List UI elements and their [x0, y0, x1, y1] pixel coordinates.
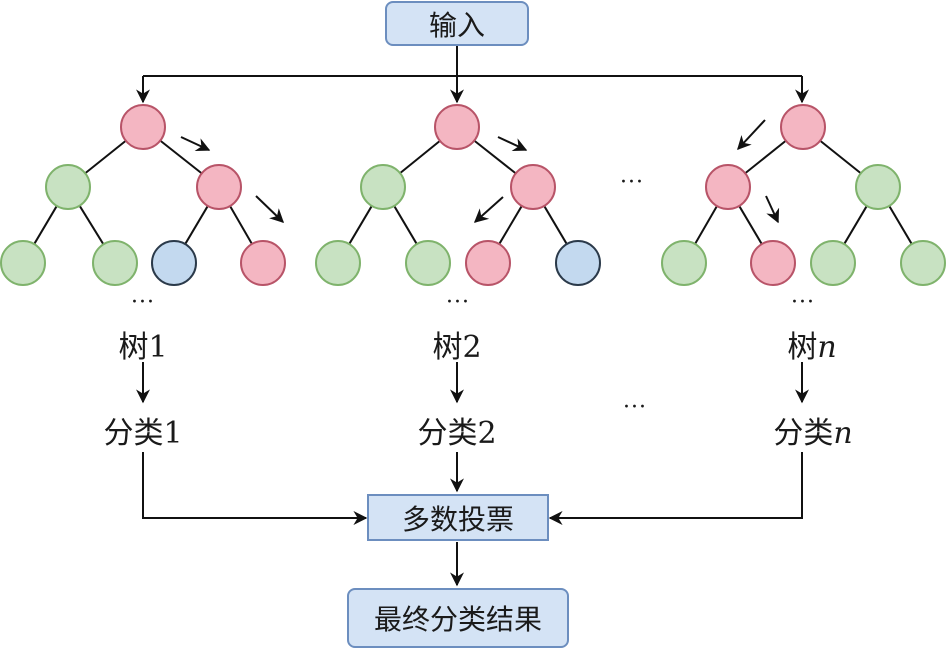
decision-path-arrow — [180, 136, 211, 152]
tree-3 — [661, 104, 946, 286]
tree2-label: 树2 — [432, 330, 482, 365]
tree-edge — [159, 139, 203, 175]
decision-path-arrow — [497, 136, 528, 152]
tree-node-green — [45, 164, 91, 210]
majority-vote-label: 多数投票 — [401, 502, 514, 536]
tree1-label: 树1 — [118, 330, 168, 365]
tree-1 — [0, 104, 286, 286]
tree-edge — [843, 205, 868, 245]
tree-node-blue — [555, 240, 601, 286]
tree-node-red — [240, 240, 286, 286]
middle-trees-ellipsis: ··· — [620, 170, 644, 195]
tree-node-red — [510, 164, 556, 210]
tree-edge — [888, 205, 913, 245]
majority-vote-box: 多数投票 — [367, 494, 549, 541]
tree-node-blue — [151, 240, 197, 286]
tree-node-green — [315, 240, 361, 286]
class2-label: 分类2 — [417, 416, 497, 451]
input-box: 输入 — [385, 1, 529, 46]
tree-node-red — [750, 240, 796, 286]
tree1-ellipsis: ··· — [131, 290, 155, 315]
tree-node-red — [120, 104, 166, 150]
tree-edge — [33, 205, 58, 245]
tree-node-red — [196, 164, 242, 210]
input-label: 输入 — [428, 8, 485, 42]
tree-edge — [399, 140, 441, 174]
tree-node-green — [900, 240, 946, 286]
tree-edge — [393, 205, 418, 245]
tree-edge — [738, 205, 763, 245]
class1-to-vote-arrow — [142, 452, 368, 525]
tree-edge — [348, 205, 373, 245]
tree-edge — [744, 139, 787, 175]
tree-edge — [694, 205, 718, 245]
tree-node-green — [405, 240, 451, 286]
tree-edge — [819, 139, 862, 175]
tree-node-green — [661, 240, 707, 286]
tree-edge — [78, 205, 105, 245]
tree-node-red — [434, 104, 480, 150]
decision-path-arrow — [473, 196, 504, 223]
tree-edge — [473, 139, 517, 175]
class1-label: 分类1 — [103, 416, 183, 451]
tree-2 — [315, 104, 601, 286]
decision-path-arrow — [737, 119, 766, 151]
tree2-ellipsis: ··· — [446, 290, 470, 315]
decision-path-arrow — [255, 195, 285, 223]
final-result-label: 最终分类结果 — [373, 603, 542, 636]
tree-node-red — [465, 240, 511, 286]
tree-edge — [498, 205, 523, 245]
tree-node-red — [780, 104, 826, 150]
classn-label: 分类n — [773, 416, 853, 451]
tree-node-green — [0, 240, 46, 286]
treen-label: 树n — [787, 330, 837, 365]
tree-node-red — [705, 164, 751, 210]
tree-node-green — [810, 240, 856, 286]
tree-edge — [229, 205, 253, 245]
final-result-box: 最终分类结果 — [347, 588, 569, 648]
tree-edge — [543, 205, 568, 245]
middle-classes-ellipsis: ··· — [623, 395, 647, 420]
treen-ellipsis: ··· — [791, 290, 815, 315]
tree-node-green — [360, 164, 406, 210]
tree-node-green — [92, 240, 138, 286]
decision-path-arrow — [765, 195, 780, 224]
tree-edge — [184, 205, 209, 245]
tree-edge — [84, 139, 127, 175]
classn-to-vote-arrow — [548, 452, 803, 525]
tree-node-green — [855, 164, 901, 210]
